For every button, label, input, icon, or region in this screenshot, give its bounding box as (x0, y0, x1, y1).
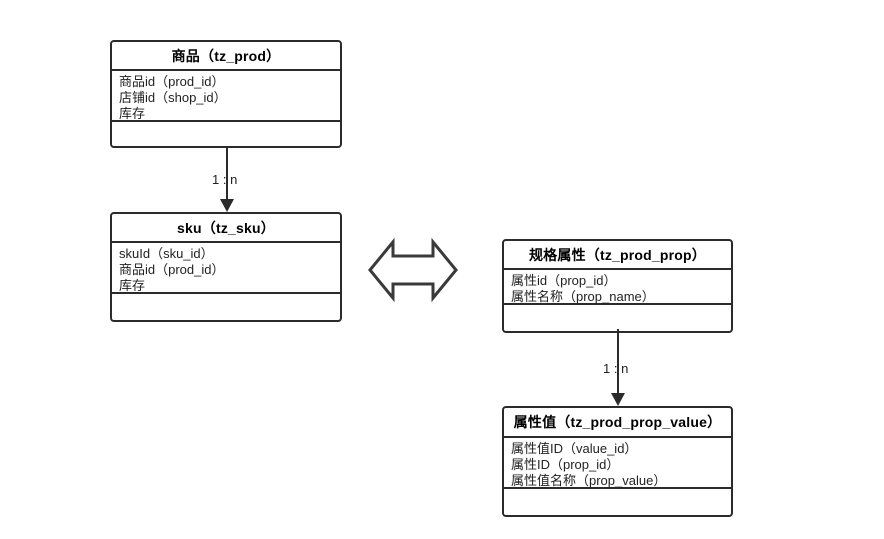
entity-body-tz-prod-prop: 属性id（prop_id） 属性名称（prop_name） (504, 270, 731, 305)
entity-field: 属性值名称（prop_value） (511, 473, 667, 488)
entity-header-tz-prod-prop-value: 属性值（tz_prod_prop_value） (504, 408, 731, 438)
entity-field: 商品id（prod_id） (119, 262, 225, 277)
entity-field: 库存 (119, 106, 146, 121)
entity-body-tz-prod-prop-value: 属性值ID（value_id） 属性ID（prop_id） 属性值名称（prop… (504, 438, 731, 489)
entity-header-tz-prod: 商品（tz_prod） (112, 42, 340, 71)
entity-header-tz-sku: sku（tz_sku） (112, 214, 340, 243)
entity-footer-tz-prod (112, 122, 340, 146)
connector-line (617, 329, 619, 393)
double-headed-arrow-icon (366, 234, 460, 306)
connector-prop-to-prop-value (611, 329, 625, 406)
arrow-head-down-icon (611, 393, 625, 406)
entity-field: 属性名称（prop_name） (511, 289, 655, 304)
entity-field: 库存 (119, 278, 146, 293)
connector-label-prod-to-sku: 1 : n (212, 172, 238, 187)
connector-label-prop-to-prop-value: 1 : n (603, 361, 629, 376)
entity-box-tz-sku[interactable]: sku（tz_sku） skuId（sku_id） 商品id（prod_id） … (110, 212, 342, 322)
entity-body-tz-sku: skuId（sku_id） 商品id（prod_id） 库存 (112, 243, 340, 294)
entity-field: 店铺id（shop_id） (119, 90, 227, 105)
entity-header-tz-prod-prop: 规格属性（tz_prod_prop） (504, 241, 731, 270)
entity-box-tz-prod[interactable]: 商品（tz_prod） 商品id（prod_id） 店铺id（shop_id） … (110, 40, 342, 148)
arrow-head-down-icon (220, 199, 234, 212)
entity-field: 商品id（prod_id） (119, 74, 225, 89)
entity-field: 属性ID（prop_id） (511, 457, 620, 472)
entity-field: 属性id（prop_id） (511, 273, 617, 288)
entity-footer-tz-sku (112, 294, 340, 320)
entity-footer-tz-prod-prop (504, 305, 731, 331)
connector-prod-to-sku (220, 146, 234, 212)
entity-body-tz-prod: 商品id（prod_id） 店铺id（shop_id） 库存 (112, 71, 340, 122)
entity-box-tz-prod-prop-value[interactable]: 属性值（tz_prod_prop_value） 属性值ID（value_id） … (502, 406, 733, 517)
entity-footer-tz-prod-prop-value (504, 489, 731, 515)
entity-box-tz-prod-prop[interactable]: 规格属性（tz_prod_prop） 属性id（prop_id） 属性名称（pr… (502, 239, 733, 333)
entity-field: skuId（sku_id） (119, 246, 214, 261)
entity-field: 属性值ID（value_id） (511, 441, 638, 456)
connector-line (226, 146, 228, 199)
